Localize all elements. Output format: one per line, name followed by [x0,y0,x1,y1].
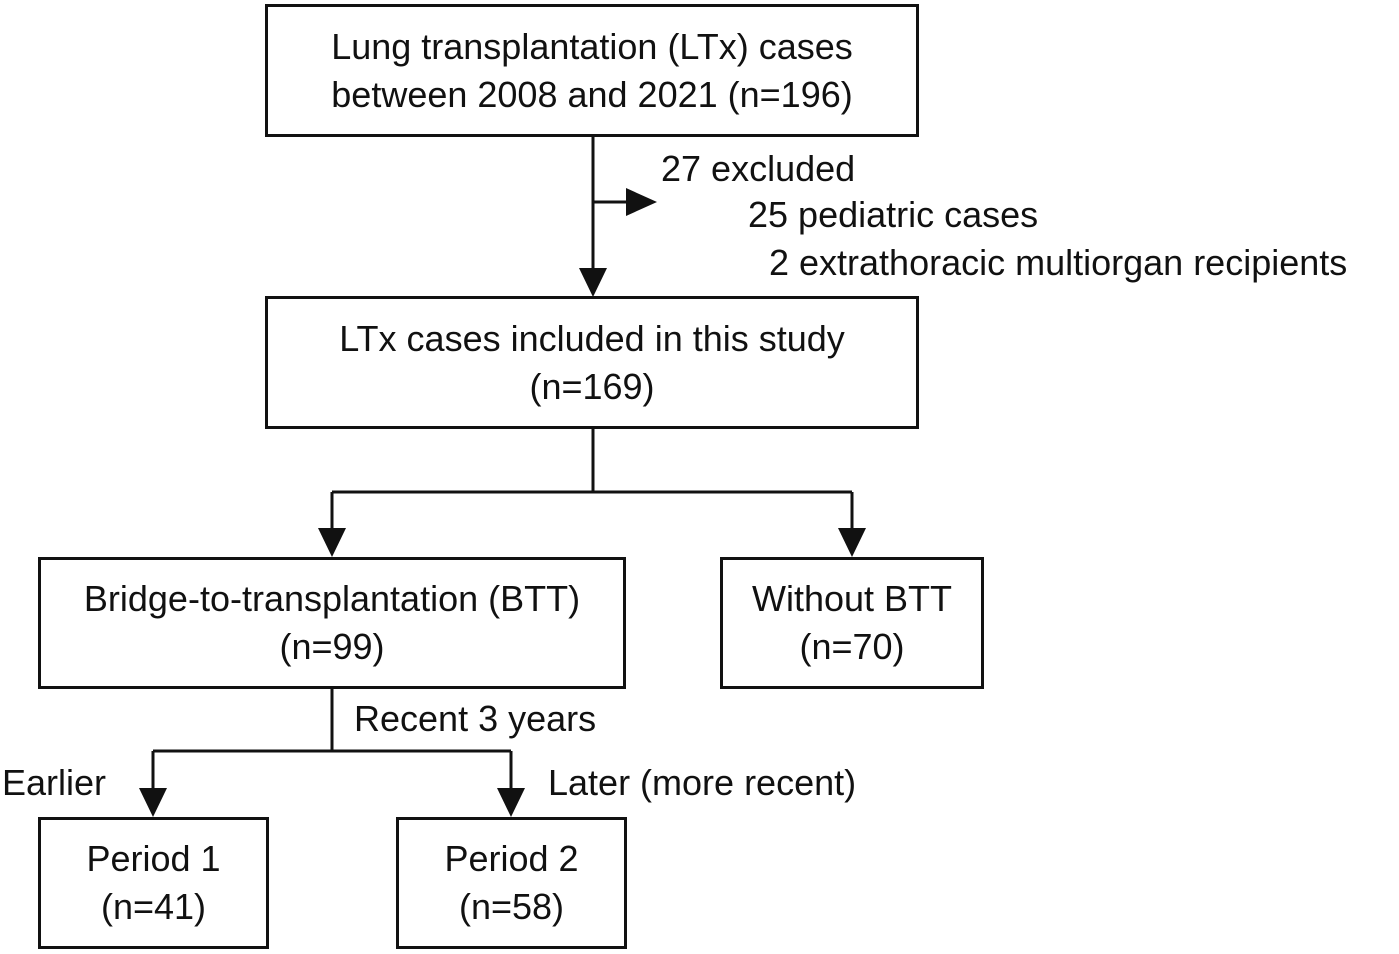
box-period-2-line2: (n=58) [458,886,565,927]
box-period-1-line2: (n=41) [100,886,207,927]
label-recent-3-years: Recent 3 years [354,698,597,739]
arrowhead-to-period2 [497,788,525,817]
box-period-1-line1: Period 1 [86,838,221,879]
arrowhead-to-included [579,268,607,297]
box-btt-line1: Bridge-to-transplantation (BTT) [83,578,581,619]
arrowhead-to-btt [318,528,346,557]
arrowhead-to-without-btt [838,528,866,557]
arrowhead-to-period1 [139,788,167,817]
box-without-btt: Without BTT (n=70) [720,557,984,689]
box-period-1: Period 1 (n=41) [38,817,269,949]
box-without-btt-line2: (n=70) [799,626,905,667]
exclusion-reason-multiorgan: 2 extrathoracic multiorgan recipients [769,242,1348,283]
box-all-lt-cases: Lung transplantation (LTx) cases between… [265,4,919,137]
arrowhead-to-exclusion [626,188,657,216]
box-included-cases-line1: LTx cases included in this study [339,317,845,359]
label-earlier: Earlier [2,762,107,803]
box-all-lt-cases-line2: between 2008 and 2021 (n=196) [331,73,853,115]
box-btt-line2: (n=99) [279,626,385,667]
box-period-2-line1: Period 2 [444,838,579,879]
label-later: Later (more recent) [548,762,857,803]
box-without-btt-line1: Without BTT [751,578,953,619]
box-included-cases-line2: (n=169) [529,365,655,407]
exclusion-reason-pediatric: 25 pediatric cases [748,194,1039,235]
exclusion-title: 27 excluded [661,148,856,189]
box-period-2: Period 2 (n=58) [396,817,627,949]
box-btt: Bridge-to-transplantation (BTT) (n=99) [38,557,626,689]
box-all-lt-cases-line1: Lung transplantation (LTx) cases [331,25,853,67]
box-included-cases: LTx cases included in this study (n=169) [265,296,919,429]
